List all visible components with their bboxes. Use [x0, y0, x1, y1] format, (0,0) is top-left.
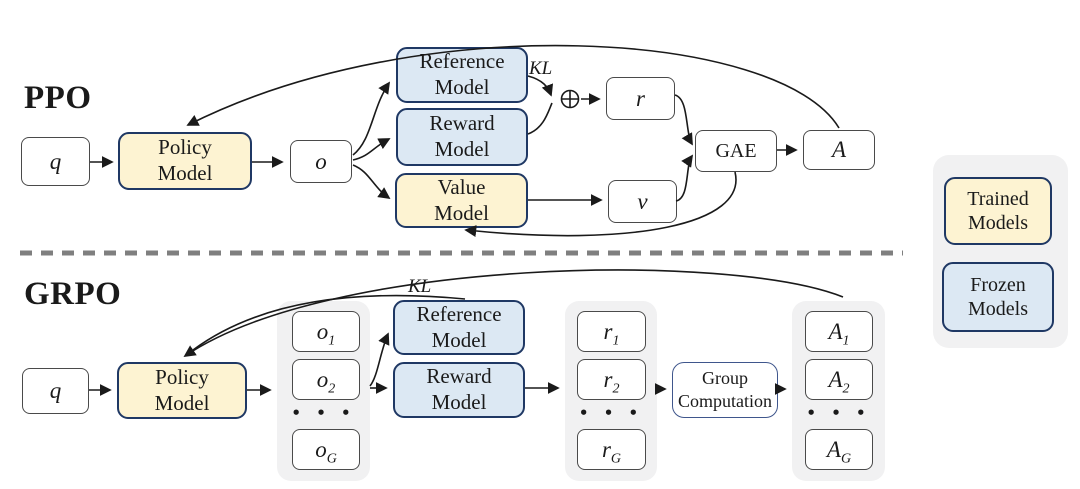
legend-frozen-models-label: Frozen Models — [968, 273, 1028, 320]
grpo-reward-2-label: r2 — [603, 366, 620, 397]
grpo-output-1-label: o1 — [316, 318, 336, 349]
grpo-advantages-ellipsis: • • • — [806, 404, 871, 422]
ppo-value-estimate-box: v — [608, 180, 677, 223]
arrow-ppo-r-to-gae — [674, 94, 693, 146]
grpo-kl-label: KL — [408, 276, 432, 297]
ppo-query-label: q — [49, 148, 62, 174]
grpo-query-box: q — [22, 368, 89, 414]
grpo-section-title: GRPO — [24, 276, 122, 312]
grpo-advantage-2-box: A2 — [805, 359, 873, 400]
ppo-reward-model-box: Reward Model — [396, 108, 528, 166]
grpo-advantage-1-label: A1 — [828, 318, 850, 349]
ppo-reward-model-label: Reward Model — [429, 111, 495, 161]
grpo-policy-model-label: Policy Model — [154, 364, 210, 415]
grpo-advantage-G-label: AG — [826, 436, 852, 467]
ppo-v-label: v — [637, 188, 648, 214]
arrow-ppo-reward-to-oplus — [527, 102, 553, 135]
grpo-output-2-box: o2 — [292, 359, 360, 400]
grpo-query-label: q — [49, 378, 62, 403]
grpo-reference-model-label: Reference Model — [416, 301, 502, 352]
grpo-advantage-G-box: AG — [805, 429, 873, 470]
grpo-reward-1-label: r1 — [603, 318, 620, 349]
arrow-grpo-outputs-to-reference — [369, 332, 390, 387]
grpo-reward-model-label: Reward Model — [426, 364, 492, 414]
ppo-query-box: q — [21, 137, 90, 186]
grpo-rewards-ellipsis: • • • — [578, 404, 644, 422]
grpo-reward-model-box: Reward Model — [393, 362, 525, 418]
ppo-kl-label: KL — [529, 58, 553, 79]
grpo-reference-model-box: Reference Model — [393, 300, 525, 355]
grpo-reward-1-box: r1 — [577, 311, 646, 352]
ppo-value-model-label: Value Model — [434, 174, 489, 225]
ppo-gae-label: GAE — [715, 139, 757, 162]
grpo-group-computation-label: Group Computation — [678, 367, 772, 411]
arrow-ppo-o-to-reference — [352, 81, 391, 156]
ppo-output-box: o — [290, 140, 352, 183]
ppo-r-label: r — [636, 85, 645, 111]
grpo-output-G-label: oG — [315, 436, 337, 467]
arrow-ppo-o-to-reward — [352, 138, 391, 161]
grpo-group-computation-box: Group Computation — [672, 362, 778, 418]
ppo-output-label: o — [315, 148, 327, 174]
legend-trained-models-label: Trained Models — [967, 187, 1029, 234]
ppo-reward-value-box: r — [606, 77, 675, 120]
grpo-reward-G-box: rG — [577, 429, 646, 470]
grpo-reward-2-box: r2 — [577, 359, 646, 400]
grpo-output-G-box: oG — [292, 429, 360, 470]
legend-trained-models-box: Trained Models — [944, 177, 1052, 245]
arrow-ppo-v-to-gae — [675, 154, 694, 202]
legend-frozen-models-box: Frozen Models — [942, 262, 1054, 332]
oplus-icon — [560, 89, 580, 109]
ppo-section-title: PPO — [24, 80, 92, 116]
grpo-policy-model-box: Policy Model — [117, 362, 247, 419]
grpo-output-2-label: o2 — [316, 366, 336, 397]
grpo-advantage-1-box: A1 — [805, 311, 873, 352]
ppo-reference-model-label: Reference Model — [419, 49, 505, 99]
ppo-policy-model-box: Policy Model — [118, 132, 252, 190]
grpo-advantage-2-label: A2 — [828, 366, 850, 397]
grpo-outputs-ellipsis: • • • — [291, 404, 356, 422]
ppo-advantage-label: A — [831, 137, 847, 162]
ppo-policy-model-label: Policy Model — [157, 135, 213, 185]
grpo-reward-G-label: rG — [601, 436, 622, 467]
ppo-reference-model-box: Reference Model — [396, 47, 528, 103]
arrow-ppo-o-to-value — [352, 164, 391, 200]
ppo-gae-box: GAE — [695, 130, 777, 172]
ppo-value-model-box: Value Model — [395, 173, 528, 228]
ppo-advantage-box: A — [803, 130, 875, 170]
grpo-output-1-box: o1 — [292, 311, 360, 352]
